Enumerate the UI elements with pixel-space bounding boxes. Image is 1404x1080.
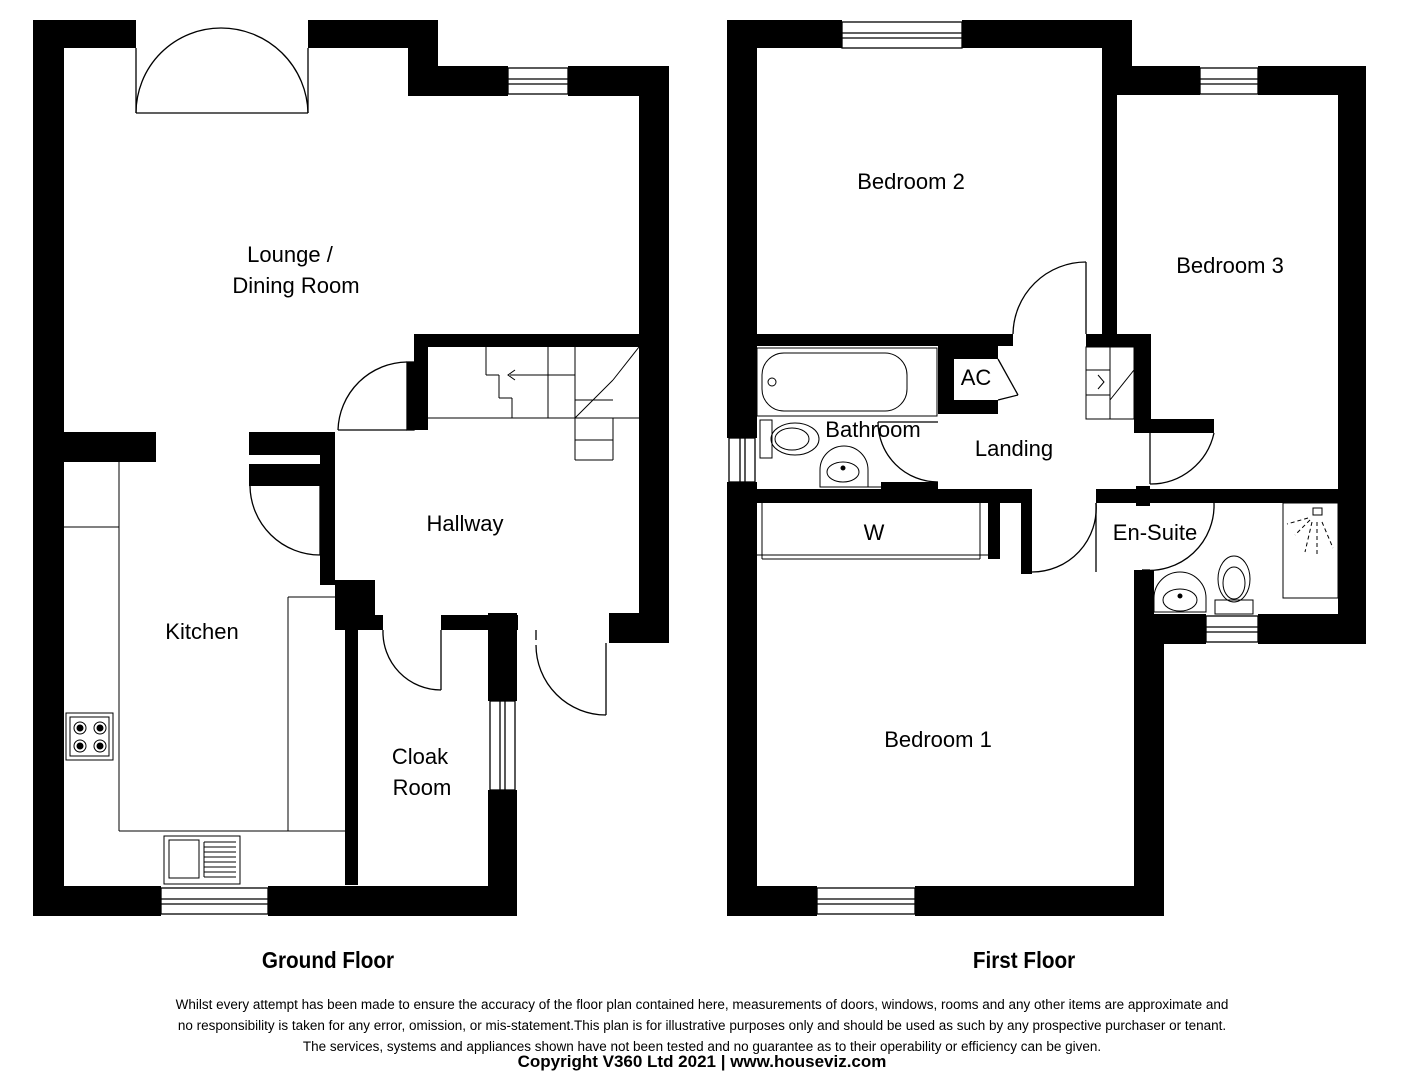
ensuite-toilet-icon (1214, 555, 1254, 615)
room-label-cloak-2: Room (393, 775, 452, 800)
room-label-hallway: Hallway (426, 511, 503, 536)
ground-stairs (428, 346, 640, 461)
disclaimer: Whilst every attempt has been made to en… (0, 994, 1404, 1057)
room-label-bedroom1: Bedroom 1 (884, 727, 992, 752)
room-label-bathroom: Bathroom (825, 417, 920, 442)
disclaimer-line-3: The services, systems and appliances sho… (302, 1039, 1102, 1054)
wardrobe (757, 503, 988, 560)
first-windows (728, 21, 1259, 915)
hob-icon (65, 712, 114, 761)
shower-icon (1282, 502, 1339, 599)
room-label-kitchen: Kitchen (165, 619, 238, 644)
first-floor-walls (727, 20, 1366, 916)
ground-doors (249, 361, 607, 716)
first-floor-plan: Bedroom 2 Bedroom 3 AC Bathroom Landing … (727, 20, 1366, 916)
room-label-bedroom3: Bedroom 3 (1176, 253, 1284, 278)
room-label-lounge-1: Lounge / (247, 242, 334, 267)
room-label-lounge-2: Dining Room (232, 273, 359, 298)
room-label-landing: Landing (975, 436, 1053, 461)
room-label-bedroom2: Bedroom 2 (857, 169, 965, 194)
ground-floor-plan: Lounge / Dining Room Hallway Kitchen Clo… (33, 20, 669, 916)
ground-floor-walls (33, 20, 669, 916)
toilet-icon (759, 419, 820, 459)
room-label-ac: AC (961, 365, 992, 390)
ac-cupboard-door (997, 358, 1019, 401)
first-stairs (1085, 346, 1135, 420)
room-label-cloak-1: Cloak (392, 744, 449, 769)
bath-icon (756, 347, 938, 417)
disclaimer-line-2: no responsibility is taken for any error… (177, 1018, 1227, 1033)
ensuite-basin-icon (1153, 571, 1207, 613)
disclaimer-line-1: Whilst every attempt has been made to en… (175, 997, 1229, 1012)
room-label-wardrobe: W (864, 520, 885, 545)
kitchen-units (64, 462, 345, 832)
ground-windows (160, 67, 569, 915)
copyright: Copyright V360 Ltd 2021 | www.houseviz.c… (517, 1052, 887, 1071)
sink-icon (163, 835, 241, 885)
first-doors (877, 261, 1215, 573)
basin-icon (819, 445, 869, 488)
first-floor-title: First Floor (972, 947, 1076, 973)
room-label-ensuite: En-Suite (1113, 520, 1197, 545)
ground-floor-title: Ground Floor (261, 947, 395, 973)
french-doors (135, 27, 309, 114)
